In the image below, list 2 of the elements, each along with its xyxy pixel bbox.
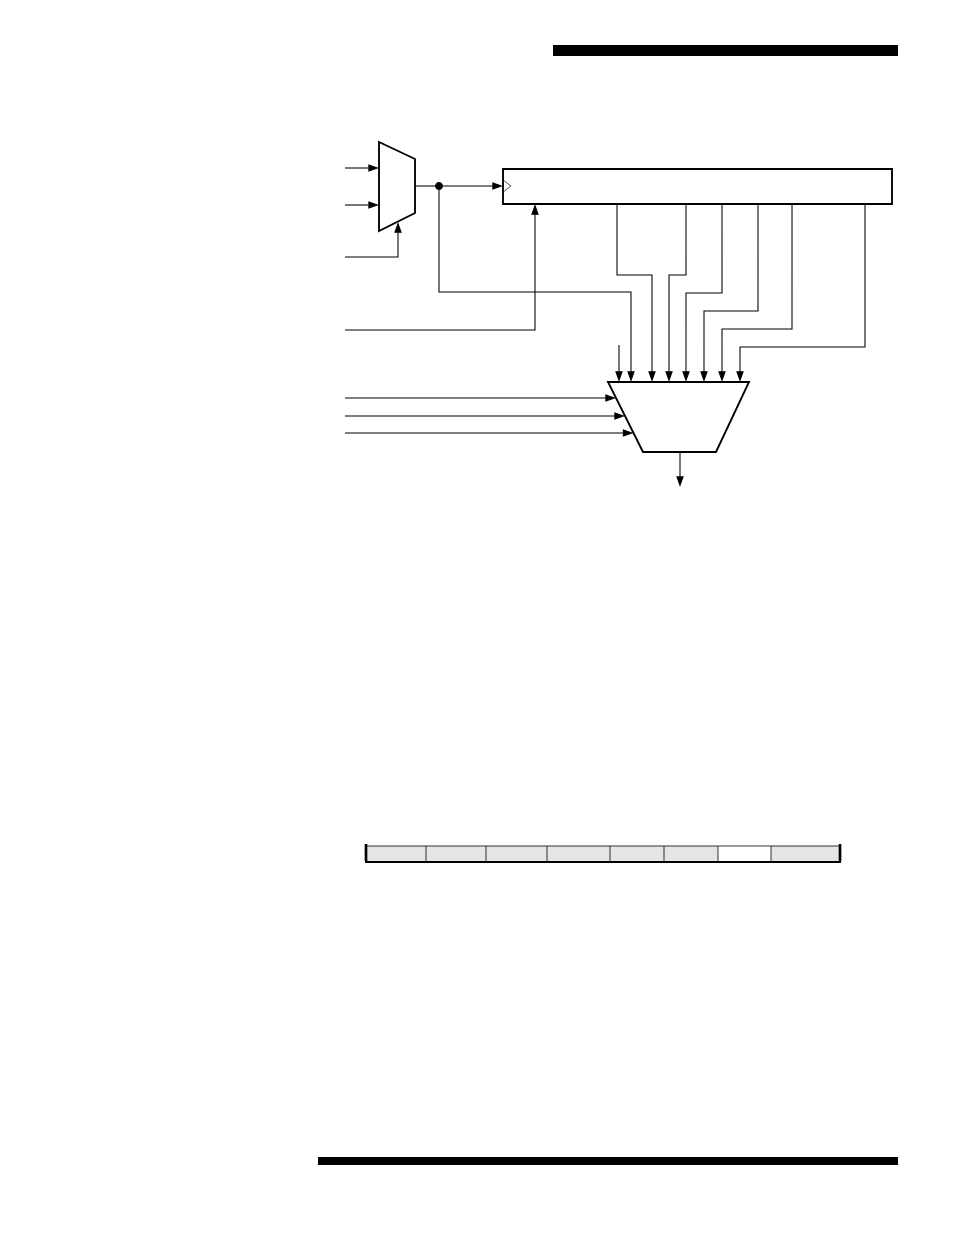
register-box: [502, 168, 893, 205]
connector-line: [414, 185, 436, 187]
